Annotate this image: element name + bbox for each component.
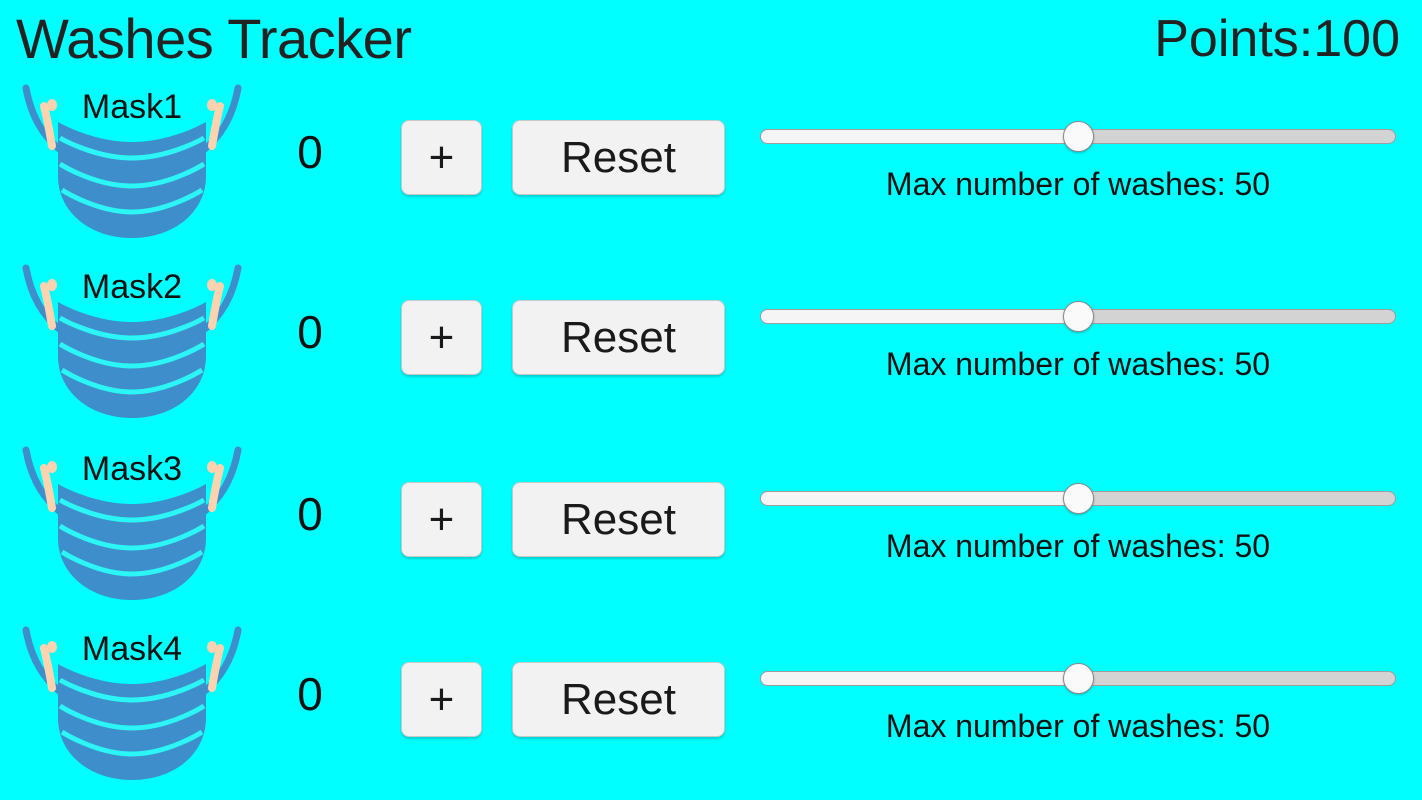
- app-header: Washes Tracker Points:100: [0, 0, 1422, 78]
- slider-fill: [760, 309, 1078, 324]
- slider-thumb[interactable]: [1063, 483, 1094, 514]
- mask-label: Mask2: [81, 268, 183, 306]
- points-label: Points:: [1154, 10, 1314, 68]
- face-mask-icon: [22, 626, 242, 780]
- slider-fill: [760, 671, 1078, 686]
- slider-thumb[interactable]: [1063, 121, 1094, 152]
- mask-row: Mask3 0 + Reset Max number of washes: 50: [0, 440, 1422, 620]
- reset-button[interactable]: Reset: [512, 662, 725, 737]
- max-washes-caption: Max number of washes: 50: [885, 708, 1271, 744]
- max-washes-slider[interactable]: [760, 660, 1396, 696]
- wash-count: 0: [297, 306, 323, 358]
- face-mask-icon: [22, 264, 242, 418]
- mask-label: Mask4: [81, 630, 183, 668]
- reset-button[interactable]: Reset: [512, 482, 725, 557]
- wash-count: 0: [297, 668, 323, 720]
- mask-row: Mask4 0 + Reset Max number of washes: 50: [0, 620, 1422, 800]
- max-washes-caption: Max number of washes: 50: [885, 166, 1271, 202]
- points-display: Points:100: [1154, 8, 1400, 70]
- face-mask-icon: [22, 446, 242, 600]
- max-washes-slider[interactable]: [760, 298, 1396, 334]
- slider-fill: [760, 491, 1078, 506]
- wash-count: 0: [297, 488, 323, 540]
- max-washes-caption: Max number of washes: 50: [885, 346, 1271, 382]
- max-washes-caption: Max number of washes: 50: [885, 528, 1271, 564]
- max-washes-slider[interactable]: [760, 480, 1396, 516]
- reset-button[interactable]: Reset: [512, 300, 725, 375]
- mask-cell: Mask1: [12, 80, 252, 240]
- mask-label: Mask1: [81, 88, 183, 126]
- mask-cell: Mask4: [12, 622, 252, 782]
- slider-thumb[interactable]: [1063, 663, 1094, 694]
- reset-button[interactable]: Reset: [512, 120, 725, 195]
- increment-button[interactable]: +: [401, 300, 482, 375]
- mask-row: Mask1 0 + Reset Max number of washes: 50: [0, 78, 1422, 258]
- max-washes-slider[interactable]: [760, 118, 1396, 154]
- increment-button[interactable]: +: [401, 482, 482, 557]
- mask-row: Mask2 0 + Reset Max number of washes: 50: [0, 258, 1422, 438]
- increment-button[interactable]: +: [401, 120, 482, 195]
- wash-count: 0: [297, 126, 323, 178]
- page-title: Washes Tracker: [16, 7, 412, 70]
- slider-thumb[interactable]: [1063, 301, 1094, 332]
- mask-cell: Mask2: [12, 260, 252, 420]
- slider-fill: [760, 129, 1078, 144]
- mask-label: Mask3: [81, 450, 183, 488]
- face-mask-icon: [22, 84, 242, 238]
- increment-button[interactable]: +: [401, 662, 482, 737]
- points-value: 100: [1313, 10, 1400, 68]
- mask-cell: Mask3: [12, 442, 252, 602]
